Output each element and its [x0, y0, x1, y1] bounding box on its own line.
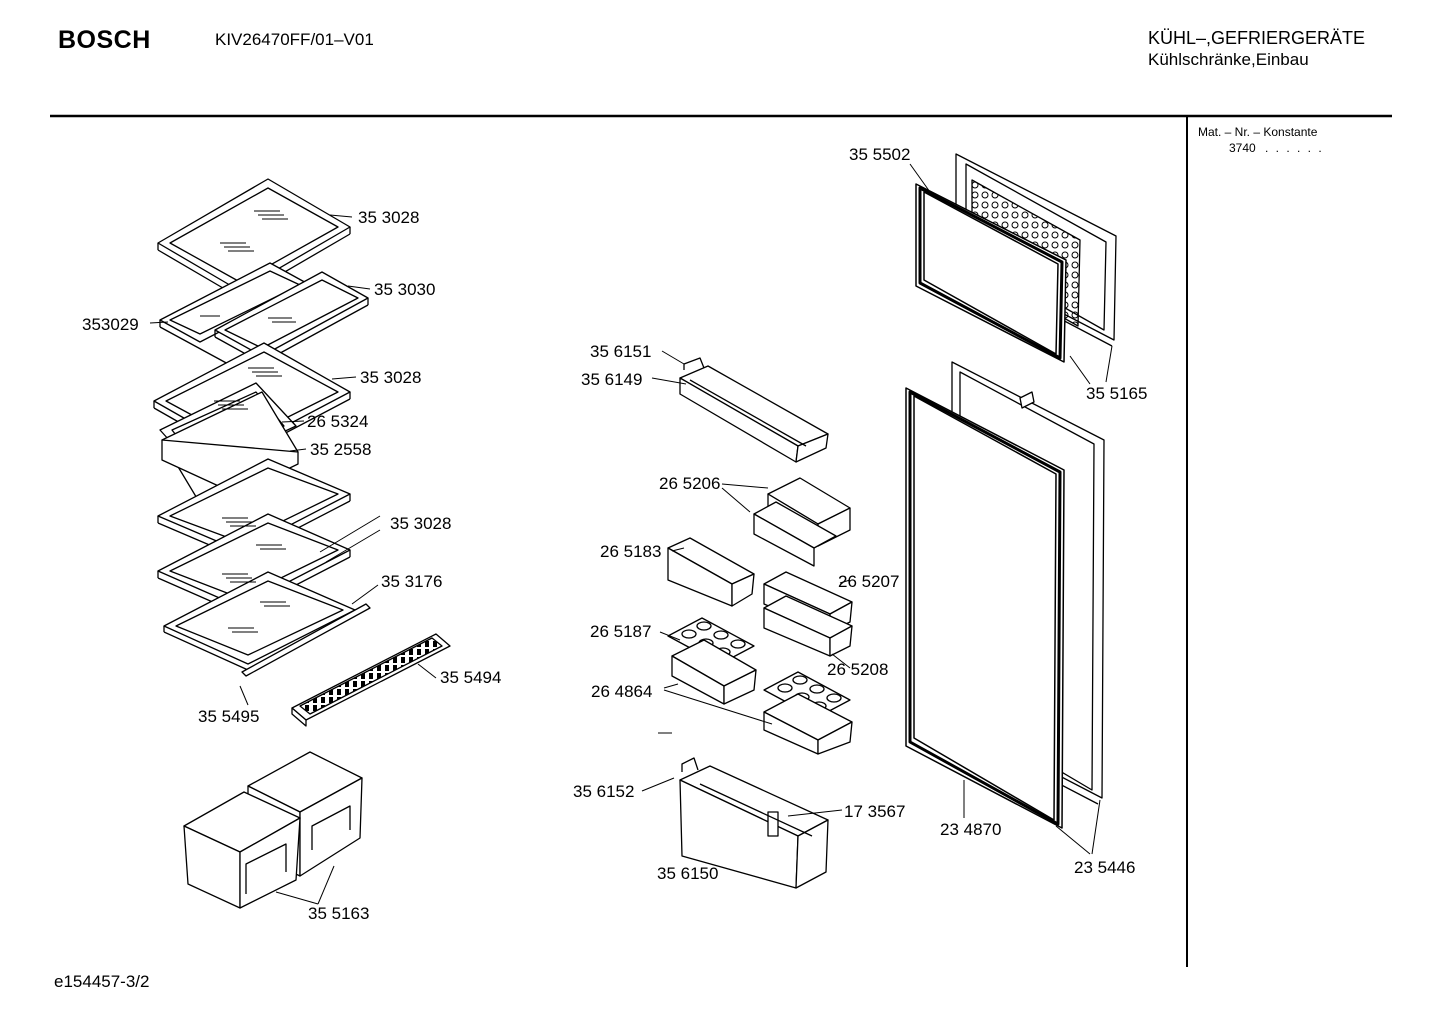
part-label: 35 6152 [573, 782, 635, 801]
material-number-label: Mat. – Nr. – Konstante [1198, 125, 1318, 139]
part-label: 35 3030 [374, 280, 436, 299]
part-label: 26 5183 [600, 542, 662, 561]
part-label: 26 5187 [590, 622, 652, 641]
leader-lines [150, 164, 1112, 904]
part-label: 26 5324 [307, 412, 369, 431]
part-label: 35 5495 [198, 707, 260, 726]
door-shelf-small [668, 538, 754, 606]
part-label: 26 4864 [591, 682, 653, 701]
part-label: 35 5502 [849, 145, 911, 164]
door-shelf-pair-upper [764, 572, 852, 656]
ventilation-grille [292, 634, 450, 726]
glass-hatch-marks [200, 211, 296, 632]
part-label: 23 4870 [940, 820, 1002, 839]
part-label: 35 3028 [390, 514, 452, 533]
drawing-code: e154457-3/2 [54, 972, 150, 991]
vegetable-bin-left [184, 792, 300, 908]
material-number-value: 3740 [1229, 141, 1256, 155]
model-number: KIV26470FF/01–V01 [215, 30, 374, 49]
part-label: 35 2558 [310, 440, 372, 459]
part-label: 35 5163 [308, 904, 370, 923]
egg-tray-upper [668, 618, 756, 704]
part-label: 35 6151 [590, 342, 652, 361]
door-shelf-box [754, 478, 850, 566]
brand-logo: BOSCH [58, 26, 151, 54]
part-label: 35 6150 [657, 864, 719, 883]
fridge-door-gasket [906, 388, 1064, 828]
part-label: 26 5208 [827, 660, 889, 679]
category-subtitle: Kühlschränke,Einbau [1148, 50, 1309, 69]
shelf-trim-strip [242, 604, 370, 676]
page-frame [50, 116, 1392, 967]
split-shelf-left [160, 263, 310, 365]
freezer-door-gasket [916, 184, 1066, 362]
door-shelf-bottle [680, 758, 828, 888]
part-label: 35 6149 [581, 370, 643, 389]
part-label: 35 3028 [358, 208, 420, 227]
part-label: 26 5207 [838, 572, 900, 591]
door-shelf-top [680, 358, 828, 462]
part-label: 23 5446 [1074, 858, 1136, 877]
part-label: 35 3176 [381, 572, 443, 591]
part-label: 17 3567 [844, 802, 906, 821]
glass-shelf-3 [158, 459, 350, 558]
part-label: 353029 [82, 315, 139, 334]
category-title: KÜHL–,GEFRIERGERÄTE [1148, 28, 1366, 48]
material-number-dots: . . . . . . [1265, 141, 1324, 155]
part-label: 26 5206 [659, 474, 721, 493]
part-label: 35 3028 [360, 368, 422, 387]
part-label: 35 5165 [1086, 384, 1148, 403]
egg-tray-lower [764, 672, 852, 754]
part-label: 35 5494 [440, 668, 502, 687]
